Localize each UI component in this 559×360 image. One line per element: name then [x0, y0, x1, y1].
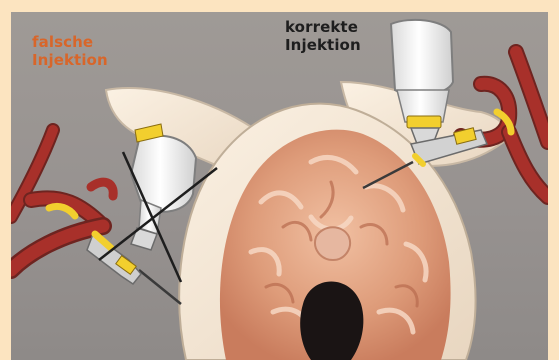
- correct-injection-label-line1: korrekte: [285, 18, 361, 36]
- central-cavity: [300, 282, 363, 360]
- correct-injection-label: korrekte Injektion: [285, 18, 361, 54]
- wrong-injection-label-line2: Injektion: [32, 51, 108, 69]
- correct-injection-label-line2: Injektion: [285, 36, 361, 54]
- wrong-injection-label-line1: falsche: [32, 33, 108, 51]
- upper-cavity: [315, 227, 350, 260]
- wrong-injection-label: falsche Injektion: [32, 33, 108, 69]
